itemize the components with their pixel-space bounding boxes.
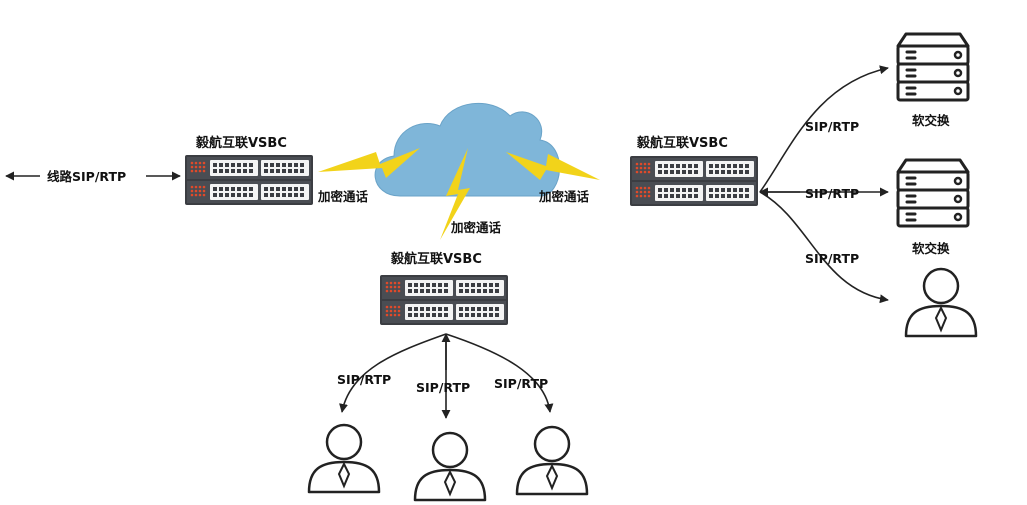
softswitch-mid: 软交换 [896,158,970,256]
right-top-sip-label: SIP/RTP [805,119,859,134]
encrypted-left-label: 加密通话 [317,189,369,204]
softswitch-top: 软交换 [896,32,970,128]
right-vsbc-label: 毅航互联VSBC [636,135,728,151]
arrow-icon [339,333,447,413]
bottom-mid-sip-label: SIP/RTP [416,380,470,395]
bottom-left-sip-label: SIP/RTP [337,372,391,387]
right-bottom-sip-label: SIP/RTP [805,251,859,266]
connector-lines [5,65,889,419]
encrypted-right-label: 加密通话 [538,189,590,204]
left-vsbc-label: 毅航互联VSBC [195,135,287,151]
switch-icon [630,156,758,206]
softswitch-top-label: 软交换 [912,113,950,128]
arrow-icon [759,191,889,304]
switch-icon [185,155,313,205]
arrow-icon [445,333,554,413]
bottom-vsbc-label: 毅航互联VSBC [390,251,482,267]
encrypted-bottom-label: 加密通话 [450,220,502,235]
right-vsbc: 毅航互联VSBC [630,135,758,206]
server-icon [896,158,970,228]
user-icon [904,267,978,338]
user-icon [307,423,381,494]
user-icon [515,425,589,496]
bottom-right-sip-label: SIP/RTP [494,376,548,391]
lightning-icon [318,148,600,240]
user-icon [413,431,487,502]
softswitch-mid-label: 软交换 [912,241,950,256]
right-mid-sip-label: SIP/RTP [805,186,859,201]
switch-icon [380,275,508,325]
bottom-vsbc: 毅航互联VSBC [380,251,508,325]
line-sip-rtp-label: 线路SIP/RTP [47,169,126,184]
arrow-icon [759,65,889,193]
server-icon [896,32,970,102]
left-vsbc: 毅航互联VSBC [185,135,313,205]
